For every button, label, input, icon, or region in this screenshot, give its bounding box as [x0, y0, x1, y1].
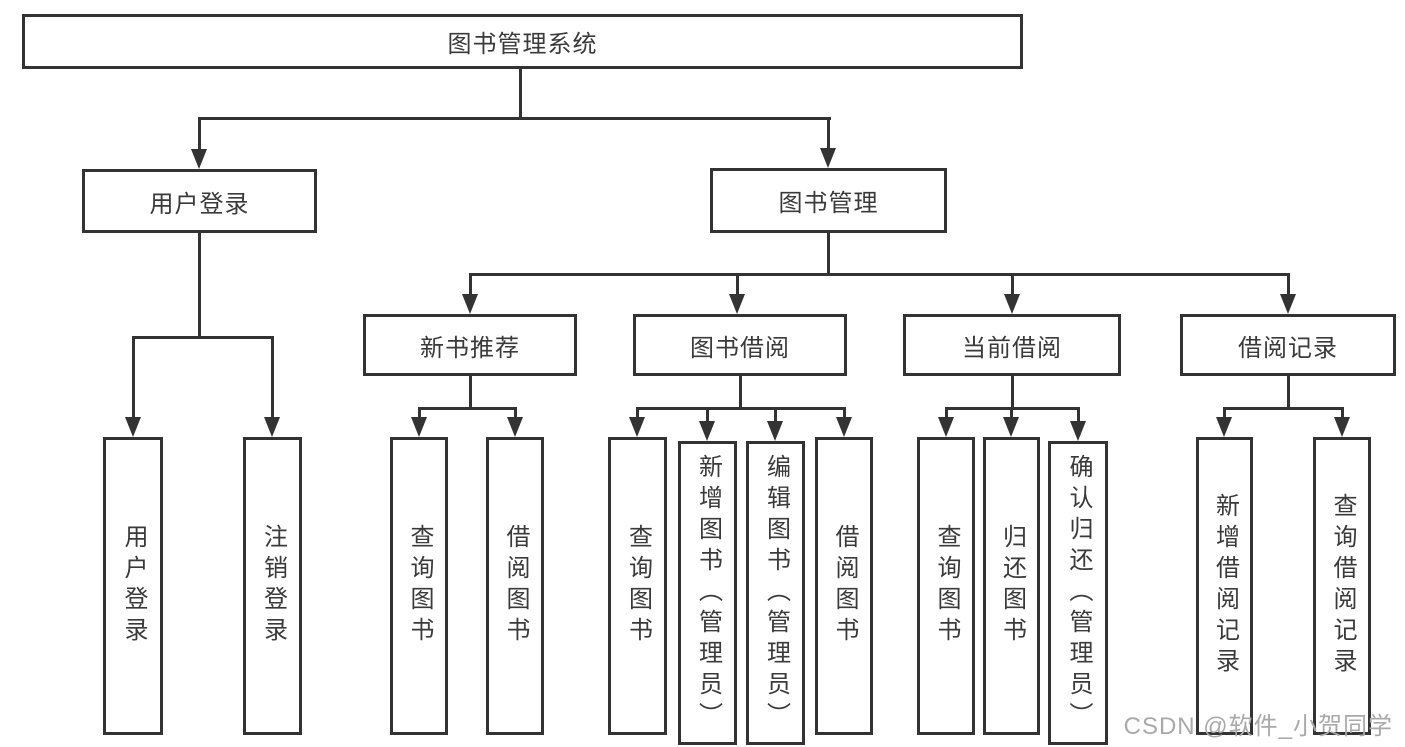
connector-current-borrow-stem: [1011, 376, 1014, 410]
arrow-down-icon: [699, 421, 715, 441]
arrow-down-icon: [1070, 421, 1086, 441]
node-logout-label: 注销登录: [259, 524, 287, 648]
node-cb-return-book: 归还图书: [983, 437, 1040, 735]
node-bb-borrow-book: 借阅图书: [815, 437, 873, 735]
arrow-down-icon: [1216, 417, 1232, 437]
connector-book-borrow-stem: [739, 376, 742, 410]
node-user-login-group-label: 用户登录: [149, 190, 250, 218]
connector-borrow-record-stem: [1287, 376, 1290, 410]
connector-to-book-borrow: [736, 273, 739, 297]
arrow-down-icon: [1334, 417, 1350, 437]
node-bb-edit-book: 编辑图书（管理员）: [746, 441, 805, 745]
connector-to-book-mgmt: [827, 117, 830, 150]
connector-to-rec-borrow: [514, 407, 517, 420]
connector-to-br-add: [1223, 407, 1226, 420]
node-rec-borrow-book-label: 借阅图书: [502, 524, 529, 648]
connector-root-split: [198, 117, 831, 120]
connector-user-login-split: [132, 336, 274, 339]
node-new-book-rec: 新书推荐: [363, 314, 577, 376]
connector-root-stem: [519, 69, 522, 117]
arrow-down-icon: [125, 417, 141, 437]
connector-to-current-borrow: [1011, 273, 1014, 297]
node-cb-query-book-label: 查询图书: [933, 524, 960, 648]
connector-book-borrow-split: [636, 407, 846, 410]
watermark: CSDN @软件_小贺同学: [1123, 713, 1393, 740]
arrow-down-icon: [729, 294, 745, 314]
arrow-down-icon: [1280, 294, 1296, 314]
arrow-down-icon: [629, 417, 645, 437]
arrow-down-icon: [191, 149, 207, 169]
arrow-down-icon: [411, 417, 427, 437]
node-user-login-group: 用户登录: [82, 169, 317, 233]
node-cb-confirm-return: 确认归还（管理员）: [1048, 441, 1108, 745]
connector-borrow-record-split: [1223, 407, 1344, 410]
connector-to-cb-confirm: [1077, 407, 1080, 422]
connector-to-bb-borrow: [843, 407, 846, 420]
node-bb-edit-book-label: 编辑图书（管理员）: [762, 453, 790, 733]
connector-to-user-login: [198, 117, 201, 151]
arrow-down-icon: [767, 421, 783, 441]
arrow-down-icon: [938, 417, 954, 437]
node-root: 图书管理系统: [22, 14, 1023, 69]
arrow-down-icon: [507, 417, 523, 437]
connector-book-mgmt-stem: [827, 233, 830, 276]
node-book-borrow-label: 图书借阅: [690, 334, 790, 362]
connector-to-login: [132, 336, 135, 420]
node-br-add-record: 新增借阅记录: [1196, 437, 1253, 735]
node-bb-add-book: 新增图书（管理员）: [678, 441, 737, 745]
connector-to-rec-query: [418, 407, 421, 420]
node-bb-borrow-book-label: 借阅图书: [831, 524, 858, 648]
node-borrow-record-label: 借阅记录: [1238, 334, 1338, 362]
connector-to-borrow-record: [1287, 273, 1290, 297]
connector-new-book-rec-stem: [469, 376, 472, 410]
node-borrow-record: 借阅记录: [1180, 314, 1396, 376]
arrow-down-icon: [1004, 294, 1020, 314]
node-rec-query-book: 查询图书: [390, 437, 448, 735]
node-br-query-record: 查询借阅记录: [1313, 437, 1371, 735]
node-current-borrow: 当前借阅: [903, 314, 1121, 376]
node-rec-borrow-book: 借阅图书: [486, 437, 544, 735]
node-rec-query-book-label: 查询图书: [406, 524, 433, 648]
connector-book-mgmt-split: [469, 273, 1290, 276]
arrow-down-icon: [836, 417, 852, 437]
arrow-down-icon: [462, 294, 478, 314]
arrow-down-icon: [1003, 417, 1019, 437]
connector-new-book-rec-split: [418, 407, 517, 410]
connector-to-bb-query: [636, 407, 639, 420]
node-root-label: 图书管理系统: [447, 31, 598, 58]
arrow-down-icon: [820, 148, 836, 168]
node-br-add-record-label: 新增借阅记录: [1211, 493, 1239, 679]
connector-to-logout: [271, 336, 274, 420]
connector-to-bb-edit: [774, 407, 777, 422]
node-br-query-record-label: 查询借阅记录: [1329, 493, 1356, 679]
connector-to-cb-query: [945, 407, 948, 420]
node-bb-query-book: 查询图书: [608, 437, 667, 735]
node-cb-return-book-label: 归还图书: [998, 524, 1026, 648]
node-bb-query-book-label: 查询图书: [624, 524, 652, 648]
node-cb-query-book: 查询图书: [917, 437, 975, 735]
node-book-borrow: 图书借阅: [633, 314, 847, 376]
arrow-down-icon: [264, 417, 280, 437]
connector-to-br-query: [1341, 407, 1344, 420]
connector-to-new-book-rec: [469, 273, 472, 297]
node-book-mgmt-label: 图书管理: [778, 190, 879, 217]
connector-user-login-stem: [198, 233, 201, 339]
connector-to-bb-add: [706, 407, 709, 422]
node-new-book-rec-label: 新书推荐: [420, 334, 520, 362]
node-book-mgmt: 图书管理: [710, 168, 947, 233]
node-cb-confirm-return-label: 确认归还（管理员）: [1065, 453, 1092, 733]
node-logout: 注销登录: [243, 437, 302, 735]
connector-to-cb-return: [1010, 407, 1013, 420]
node-login: 用户登录: [103, 437, 163, 735]
node-bb-add-book-label: 新增图书（管理员）: [694, 453, 722, 733]
node-current-borrow-label: 当前借阅: [962, 334, 1062, 362]
node-login-label: 用户登录: [120, 524, 147, 648]
